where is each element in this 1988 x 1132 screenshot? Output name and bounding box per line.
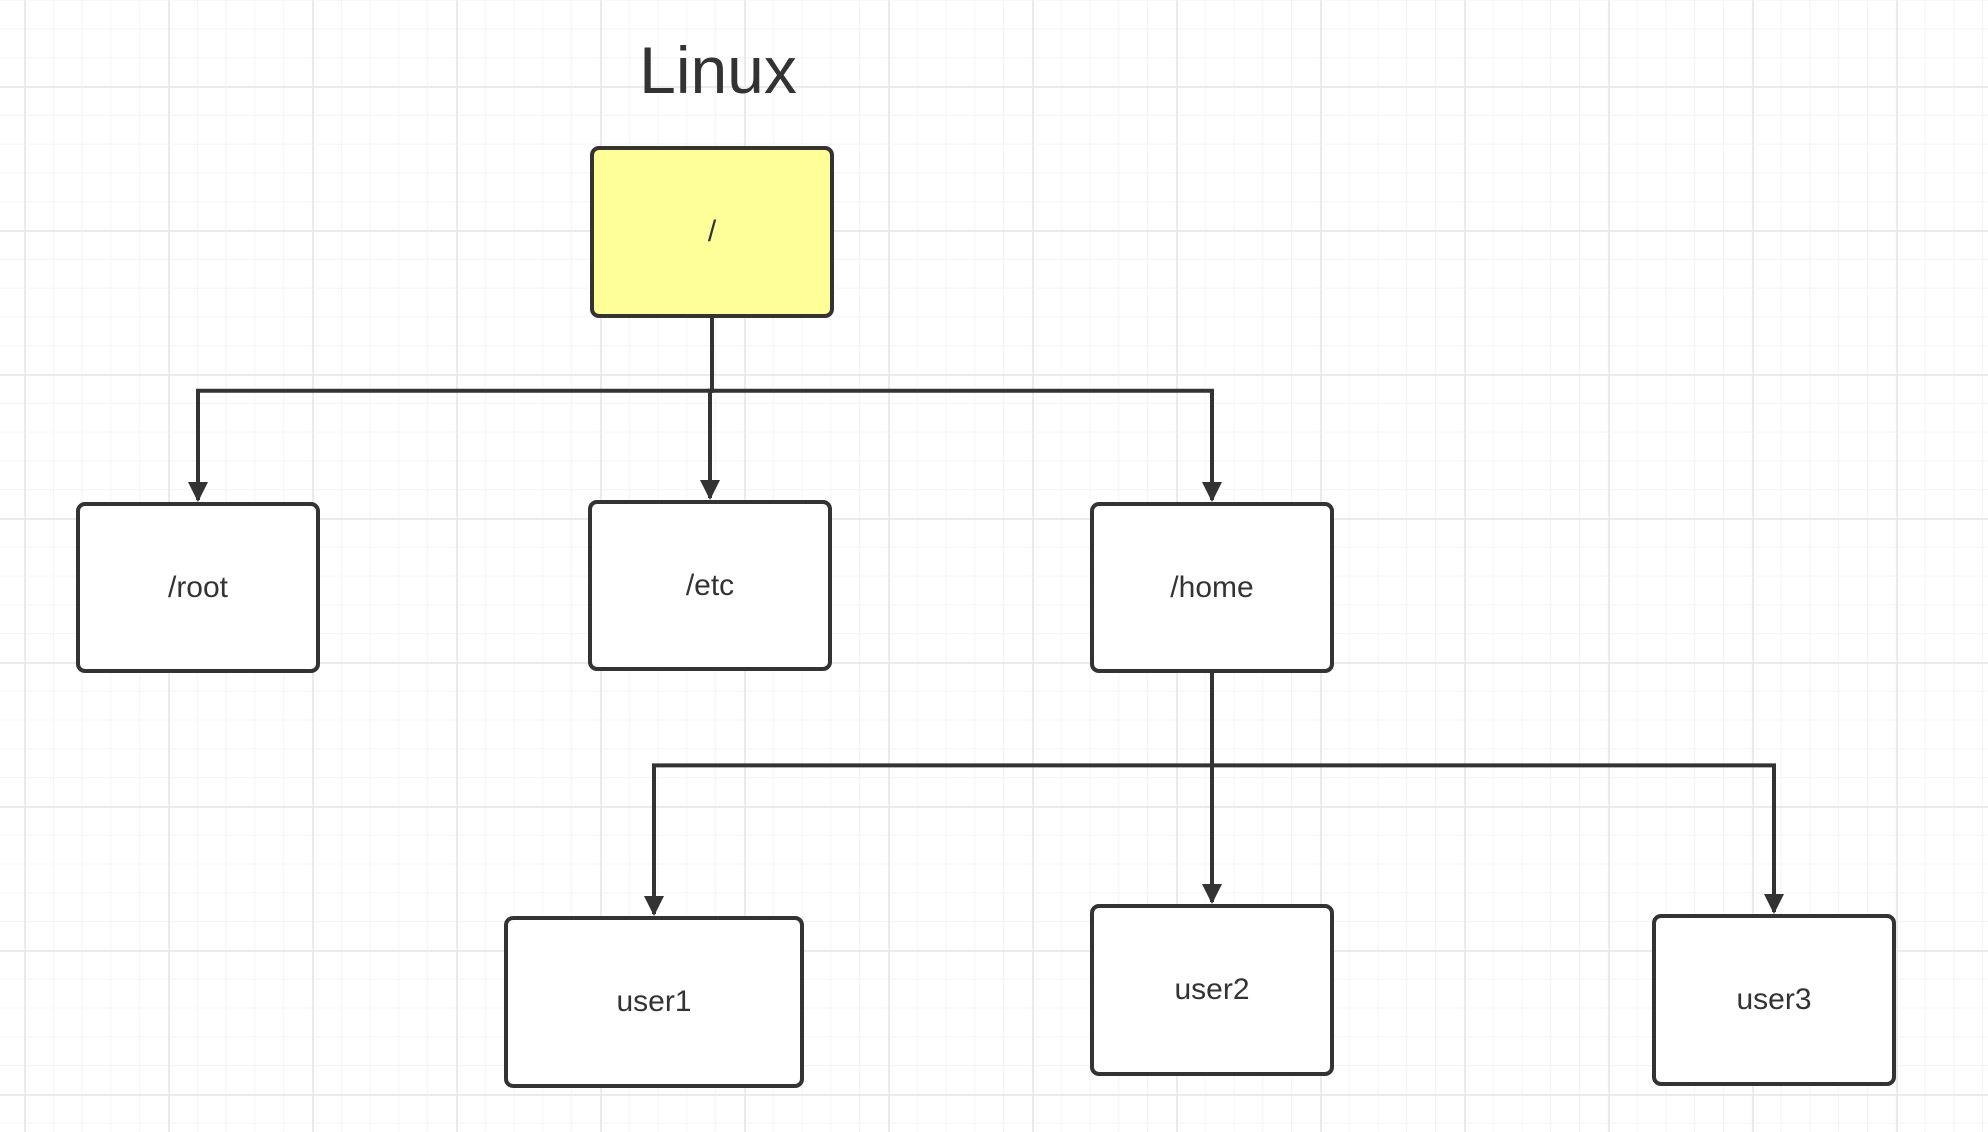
connector-dir-home-to-user1 xyxy=(644,673,1214,916)
node-label: /root xyxy=(167,570,229,604)
node-user2[interactable]: user2 xyxy=(1090,904,1334,1076)
node-user3[interactable]: user3 xyxy=(1652,914,1896,1086)
diagram-title: Linux xyxy=(639,33,797,107)
node-user1[interactable]: user1 xyxy=(504,916,804,1088)
connector-root-to-dir-home xyxy=(710,318,1222,502)
connector-root-to-dir-root xyxy=(188,318,714,502)
node-label: user1 xyxy=(616,985,692,1018)
connector-dir-home-to-user3 xyxy=(1210,673,1784,914)
node-dir-home[interactable]: /home xyxy=(1090,502,1334,673)
node-label: user2 xyxy=(1174,973,1250,1006)
node-dir-root[interactable]: /root xyxy=(76,502,320,673)
node-root-slash[interactable]: / xyxy=(590,146,834,318)
node-label: user3 xyxy=(1736,983,1812,1016)
node-label: / xyxy=(707,215,717,248)
node-dir-etc[interactable]: /etc xyxy=(588,500,832,671)
node-label: /home xyxy=(1170,570,1254,604)
node-label: /etc xyxy=(685,568,735,602)
